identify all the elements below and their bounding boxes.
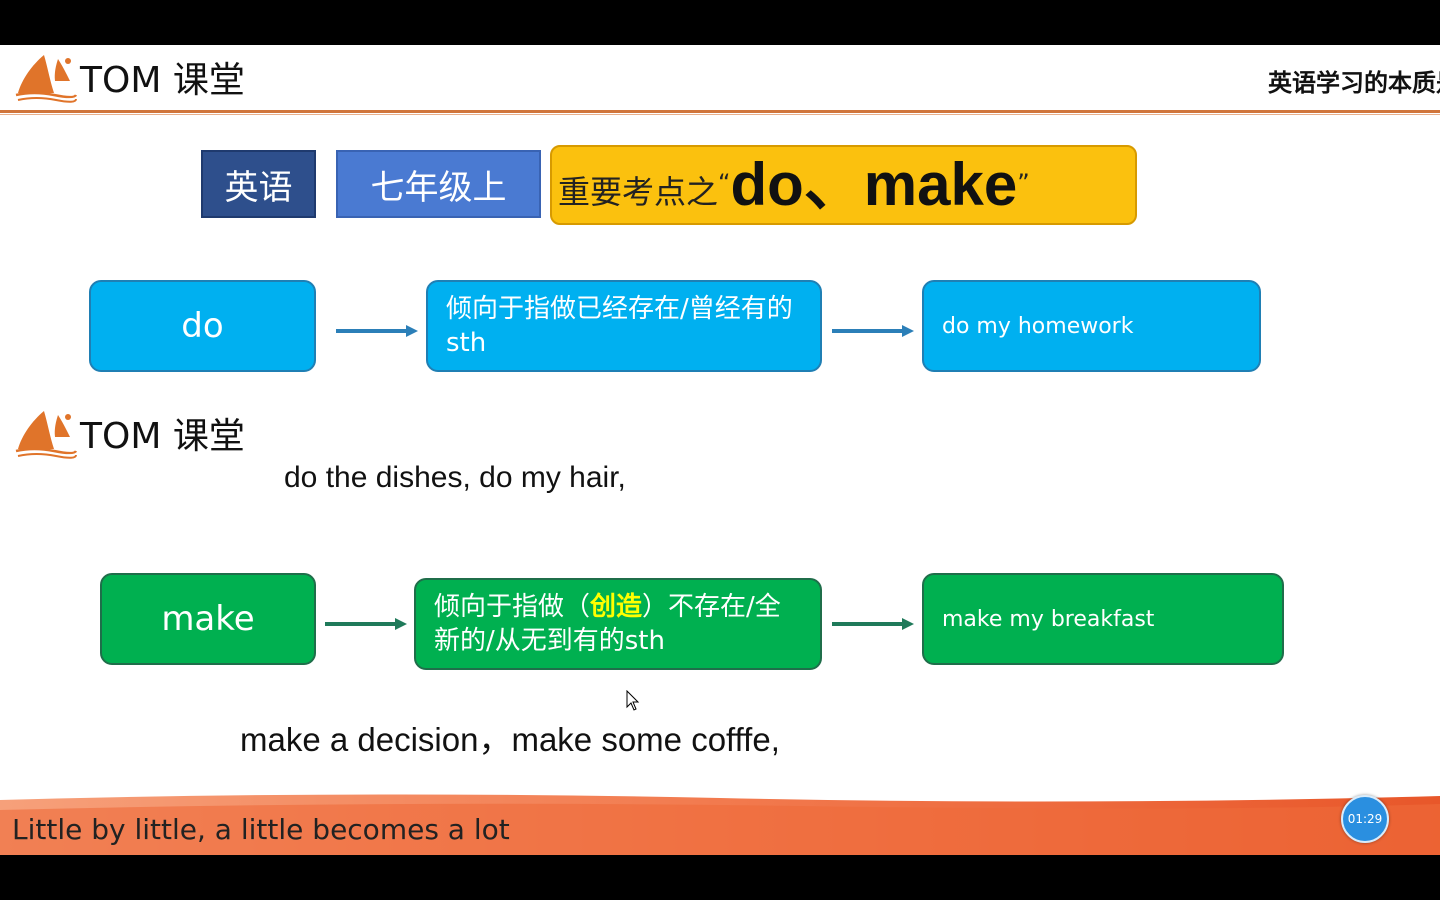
header-logo: TOM 课堂 <box>14 51 245 103</box>
brand-name: TOM 课堂 <box>80 60 245 101</box>
arrow-right-icon <box>832 618 914 630</box>
grade-tag: 七年级上 <box>336 150 541 218</box>
arrow-right-icon <box>832 325 914 337</box>
do-more-examples: do the dishes, do my hair, <box>284 461 626 494</box>
do-word-box: do <box>89 280 316 372</box>
make-word-box: make <box>100 573 316 665</box>
do-meaning-box: 倾向于指做已经存在/曾经有的sth <box>426 280 822 372</box>
watermark-logo: TOM 课堂 <box>14 407 245 459</box>
topic-open-quote: “ <box>718 169 731 197</box>
do-example-box: do my homework <box>922 280 1261 372</box>
do-example: do my homework <box>942 313 1134 339</box>
slide: TOM 课堂 英语学习的本质是 英语 七年级上 重要考点之 “ do、make … <box>0 45 1440 855</box>
make-more-examples: make a decision，make some cofffe, <box>240 721 780 758</box>
make-example: make my breakfast <box>942 606 1155 632</box>
subject-tag: 英语 <box>201 150 316 218</box>
footer-motto: Little by little, a little becomes a lot <box>12 813 510 846</box>
slogan-title: 英语学习的本质是 <box>1268 69 1440 97</box>
timer-badge[interactable]: 01:29 <box>1341 795 1389 843</box>
sail-logo-icon <box>15 411 78 459</box>
topic-prefix: 重要考点之 <box>558 173 719 211</box>
mouse-cursor-icon <box>626 690 640 711</box>
do-word: do <box>181 306 224 346</box>
make-meaning-before: 倾向于指做（ <box>434 592 591 622</box>
watermark-brand: TOM 课堂 <box>80 416 245 457</box>
topic-words: do、make <box>730 151 1018 218</box>
make-meaning: 倾向于指做（创造）不存在/全新的/从无到有的sth <box>434 590 802 658</box>
footer-wave <box>0 794 1440 855</box>
header-divider <box>0 110 1440 113</box>
arrow-right-icon <box>325 618 407 630</box>
sail-logo-icon <box>15 55 78 103</box>
arrow-right-icon <box>336 325 418 337</box>
header-divider-thin <box>0 114 1440 115</box>
make-meaning-box: 倾向于指做（创造）不存在/全新的/从无到有的sth <box>414 578 822 670</box>
make-meaning-after: ）不存在/全新的/从无到有的sth <box>434 592 781 656</box>
topic-close-quote: ” <box>1017 169 1030 197</box>
make-word: make <box>161 599 255 639</box>
topic-banner: 重要考点之 “ do、make ” <box>550 145 1137 225</box>
make-meaning-highlight: 创造 <box>590 592 643 622</box>
make-example-box: make my breakfast <box>922 573 1284 665</box>
do-meaning: 倾向于指做已经存在/曾经有的sth <box>446 294 793 358</box>
